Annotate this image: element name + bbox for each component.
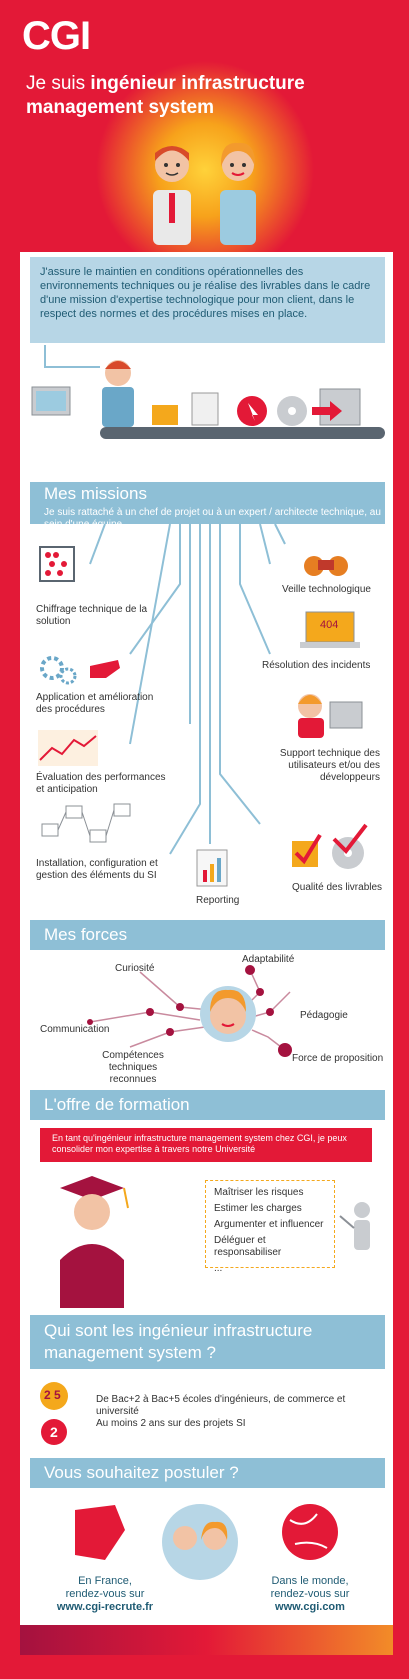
support-agent-icon bbox=[298, 694, 363, 738]
worker-body bbox=[102, 387, 134, 427]
world-link[interactable]: www.cgi.com bbox=[275, 1601, 345, 1613]
mission-chiffrage: Chiffrage technique de la solution bbox=[36, 604, 148, 627]
mission-installation: Installation, configuration et gestion d… bbox=[36, 858, 158, 881]
france-map-icon bbox=[75, 1505, 125, 1560]
france-line2: rendez-vous sur bbox=[65, 1588, 145, 1600]
forces-network bbox=[87, 965, 292, 1057]
mission-qualite: Qualité des livrables bbox=[292, 882, 383, 893]
mission-evaluation: Évaluation des performances et anticipat… bbox=[36, 772, 166, 795]
profile-title: Qui sont les ingénieur infrastructure ma… bbox=[30, 1315, 385, 1369]
title-prefix: Je suis bbox=[26, 73, 91, 94]
profile-education: De Bac+2 à Bac+5 écoles d'ingénieurs, de… bbox=[96, 1394, 346, 1417]
force-curiosite: Curiosité bbox=[115, 963, 155, 974]
report-icon bbox=[196, 849, 228, 887]
formation-item: ... bbox=[214, 1263, 223, 1274]
world-line1: Dans le monde, bbox=[271, 1575, 349, 1587]
formation-intro: En tant qu'ingénieur infrastructure mana… bbox=[40, 1128, 372, 1162]
badge-range: 2 5 bbox=[44, 1388, 61, 1402]
document-icon bbox=[191, 392, 219, 426]
formation-band: L'offre de formation bbox=[30, 1090, 385, 1120]
apply-band: Vous souhaitez postuler ? bbox=[30, 1458, 385, 1488]
teacher-figure bbox=[339, 1202, 370, 1250]
force-proposition: Force de proposition bbox=[292, 1053, 384, 1064]
mission-procedures: Application et amélioration des procédur… bbox=[36, 692, 154, 715]
cgi-logo: CGI bbox=[22, 14, 91, 58]
badge-years: 2 bbox=[50, 1424, 58, 1440]
force-communication: Communication bbox=[40, 1024, 110, 1035]
conveyor-belt bbox=[100, 427, 385, 439]
forces-band: Mes forces bbox=[30, 920, 385, 950]
arrow-right-icon bbox=[312, 401, 342, 421]
world-line2: rendez-vous sur bbox=[270, 1588, 350, 1600]
mission-reporting: Reporting bbox=[196, 895, 240, 906]
abacus-icon bbox=[39, 546, 75, 582]
workflow-illustration bbox=[31, 345, 385, 439]
formation-item: Déléguer et responsabiliser bbox=[214, 1235, 282, 1258]
intro-text: J'assure le maintien en conditions opéra… bbox=[30, 257, 385, 343]
footer-gradient-bar bbox=[20, 1625, 393, 1655]
man-figure bbox=[153, 146, 191, 245]
formation-title: L'offre de formation bbox=[44, 1095, 190, 1114]
characters-illustration bbox=[153, 142, 256, 245]
force-pedagogie: Pédagogie bbox=[300, 1010, 348, 1021]
profile-badges bbox=[40, 1382, 68, 1445]
missions-subtitle: Je suis rattaché à un chef de projet ou … bbox=[44, 507, 381, 530]
mission-support: Support technique des utilisateurs et/ou… bbox=[279, 748, 380, 783]
missions-band bbox=[30, 482, 385, 524]
apply-world: Dans le monde, rendez-vous sur www.cgi.c… bbox=[250, 1575, 370, 1614]
performance-chart-icon bbox=[38, 730, 98, 766]
page-title: Je suis ingénieur infrastructure managem… bbox=[26, 72, 396, 120]
formation-list: Maîtriser les risques Estimer les charge… bbox=[205, 1180, 335, 1274]
laptop-error-icon bbox=[300, 611, 360, 648]
profile-experience: Au moins 2 ans sur des projets SI bbox=[96, 1418, 246, 1429]
formation-item: Maîtriser les risques bbox=[214, 1187, 304, 1198]
formation-item: Argumenter et influencer bbox=[214, 1219, 324, 1230]
woman-figure bbox=[220, 142, 256, 245]
apply-illustration bbox=[75, 1504, 338, 1580]
missions-tree bbox=[89, 523, 286, 855]
duo-circle bbox=[162, 1504, 238, 1580]
apply-title: Vous souhaitez postuler ? bbox=[44, 1463, 239, 1482]
graduate-illustration bbox=[60, 1176, 129, 1308]
title-job: ingénieur infrastructure management syst… bbox=[26, 73, 305, 118]
force-competences: Compétences techniques reconnues bbox=[102, 1050, 164, 1085]
france-link[interactable]: www.cgi-recrute.fr bbox=[56, 1601, 154, 1613]
error-code: 404 bbox=[320, 619, 339, 631]
mission-incidents: Résolution des incidents bbox=[262, 660, 371, 671]
years-badge bbox=[41, 1419, 67, 1445]
network-nodes-icon bbox=[41, 803, 131, 843]
forces-title: Mes forces bbox=[44, 925, 128, 944]
apply-france: En France, rendez-vous sur www.cgi-recru… bbox=[40, 1575, 170, 1614]
binoculars-icon bbox=[304, 556, 348, 576]
globe-icon bbox=[282, 1504, 338, 1560]
france-line1: En France, bbox=[78, 1575, 132, 1587]
mission-veille: Veille technologique bbox=[282, 584, 371, 595]
missions-title: Mes missions bbox=[44, 484, 147, 503]
sun-glow bbox=[95, 60, 315, 280]
connector-arrow bbox=[44, 345, 100, 368]
force-adaptabilite: Adaptabilité bbox=[242, 954, 295, 965]
quality-check-icon bbox=[292, 823, 368, 869]
formation-item: Estimer les charges bbox=[214, 1203, 302, 1214]
bac-badge bbox=[40, 1382, 68, 1410]
gears-oilcan-icon bbox=[40, 656, 120, 685]
folder-icon bbox=[152, 405, 178, 425]
